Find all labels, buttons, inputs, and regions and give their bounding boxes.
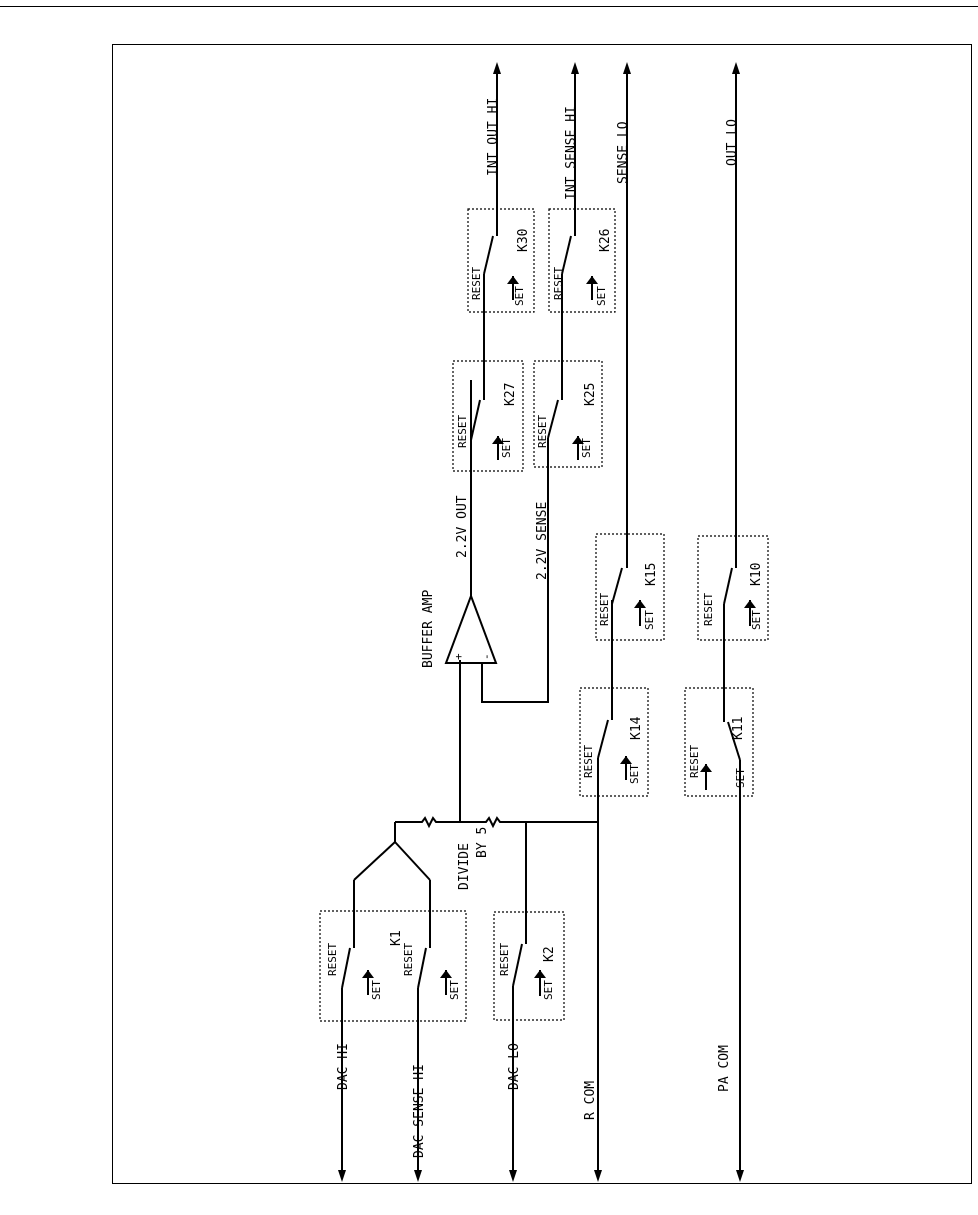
k10-set-label: SET xyxy=(750,610,763,630)
relay-label-k27: K27 xyxy=(503,383,518,406)
k26-set-label: SET xyxy=(595,286,608,306)
k2-set-label: SET xyxy=(542,980,555,1000)
output-label-int-sense-hi: INT SENSE HI xyxy=(564,106,579,200)
relay-k27 xyxy=(452,318,524,472)
relay-k25 xyxy=(533,318,603,468)
relay-k14 xyxy=(579,600,649,820)
relay-label-k10: K10 xyxy=(749,563,764,586)
input-label-dac-lo: DAC LO xyxy=(507,1043,522,1090)
input-wires xyxy=(338,792,744,1182)
relay-k1 xyxy=(319,841,467,1022)
relay-label-k11: K11 xyxy=(731,717,746,740)
relay-k26 xyxy=(548,62,616,318)
k10-reset-label: RESET xyxy=(702,593,715,626)
amp-minus-sign: - xyxy=(480,653,493,660)
relay-k15 xyxy=(595,62,665,641)
input-label-pa-com: PA COM xyxy=(717,1045,732,1092)
buffer-amp-label: BUFFER AMP xyxy=(421,590,436,668)
k30-reset-label: RESET xyxy=(470,267,483,300)
k1-reset-label-b: RESET xyxy=(402,943,415,976)
figure-frame xyxy=(112,44,972,1184)
k14-reset-label: RESET xyxy=(582,745,595,778)
k25-set-label: SET xyxy=(580,438,593,458)
k14-set-label: SET xyxy=(628,764,641,784)
k11-reset-label: RESET xyxy=(688,745,701,778)
k1-set-label-b: SET xyxy=(448,980,461,1000)
relay-label-k1: K1 xyxy=(389,930,404,946)
k11-set-label: SET xyxy=(734,768,747,788)
relay-label-k2: K2 xyxy=(542,946,557,962)
k1-reset-label-a: RESET xyxy=(326,943,339,976)
relay-k11 xyxy=(684,640,754,797)
k26-reset-label: RESET xyxy=(552,267,565,300)
output-label-int-out-hi: INT OUT HI xyxy=(486,98,501,176)
relay-k30 xyxy=(467,62,535,318)
k2-reset-label: RESET xyxy=(498,943,511,976)
input-label-dac-hi: DAC HI xyxy=(336,1043,351,1090)
k15-set-label: SET xyxy=(643,610,656,630)
amp-plus-sign: + xyxy=(452,653,465,660)
relay-label-k26: K26 xyxy=(598,229,613,252)
relay-label-k15: K15 xyxy=(644,563,659,586)
divide-by-5-network xyxy=(394,660,598,842)
divider-label-line1: DIVIDE xyxy=(457,843,472,890)
relay-label-k25: K25 xyxy=(583,383,598,406)
k30-set-label: SET xyxy=(513,286,526,306)
page-header-rule xyxy=(0,0,978,7)
relay-label-k14: K14 xyxy=(629,716,644,740)
relay-k10 xyxy=(697,62,769,641)
k25-reset-label: RESET xyxy=(536,415,549,448)
k27-reset-label: RESET xyxy=(456,415,469,448)
input-label-dac-sense-hi: DAC SENSE HI xyxy=(412,1064,427,1158)
amp-sense-label: 2.2V SENSE xyxy=(535,502,550,580)
relay-k2 xyxy=(493,822,565,1021)
divider-label-line2: BY 5 xyxy=(475,827,490,858)
k27-set-label: SET xyxy=(500,438,513,458)
amp-out-label: 2.2V OUT xyxy=(455,495,470,558)
relay-label-k30: K30 xyxy=(516,229,531,252)
k1-set-label-a: SET xyxy=(370,980,383,1000)
output-label-out-lo: OUT LO xyxy=(725,119,740,166)
k15-reset-label: RESET xyxy=(598,593,611,626)
output-label-sense-lo: SENSE LO xyxy=(616,121,631,184)
input-label-r-com: R COM xyxy=(583,1081,598,1120)
